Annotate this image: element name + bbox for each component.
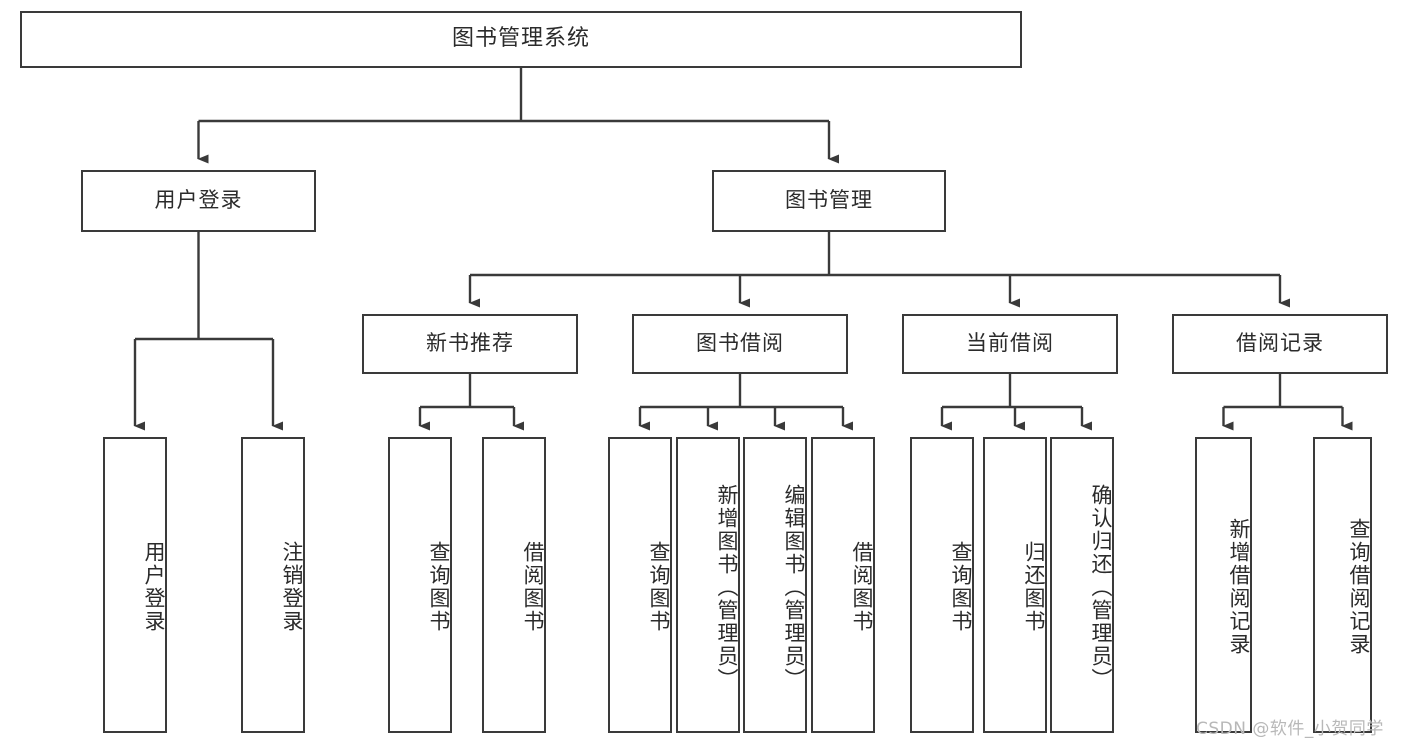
node-label: 图书管理: [785, 188, 873, 213]
node-label: 查询借阅记录: [1347, 518, 1371, 656]
node-current[interactable]: 当前借阅: [902, 314, 1118, 374]
node-label: 借阅图书: [850, 541, 874, 633]
node-label: 查询图书: [427, 541, 451, 633]
node-label: 注销登录: [280, 541, 304, 633]
node-l-addrec[interactable]: 新增借阅记录: [1195, 437, 1252, 733]
node-bookmgmt[interactable]: 图书管理: [712, 170, 946, 232]
node-label: 归还图书: [1022, 541, 1046, 633]
node-label: 当前借阅: [966, 331, 1054, 356]
node-l-b1[interactable]: 借阅图书: [482, 437, 546, 733]
node-label: 借阅图书: [521, 541, 545, 633]
node-l-q3[interactable]: 查询图书: [910, 437, 974, 733]
node-login[interactable]: 用户登录: [81, 170, 316, 232]
node-label: 用户登录: [154, 188, 243, 213]
node-l-login[interactable]: 用户登录: [103, 437, 167, 733]
node-label: 查询图书: [647, 541, 671, 633]
node-borrow[interactable]: 图书借阅: [632, 314, 848, 374]
node-l-q1[interactable]: 查询图书: [388, 437, 452, 733]
node-l-ret[interactable]: 归还图书: [983, 437, 1047, 733]
node-label: 新增图书（管理员）: [715, 483, 739, 691]
node-l-qrec[interactable]: 查询借阅记录: [1313, 437, 1372, 733]
node-label: 借阅记录: [1236, 331, 1324, 356]
node-l-b2[interactable]: 借阅图书: [811, 437, 875, 733]
node-l-add[interactable]: 新增图书（管理员）: [676, 437, 740, 733]
node-label: 用户登录: [142, 541, 166, 633]
node-l-logout[interactable]: 注销登录: [241, 437, 305, 733]
node-label: 新书推荐: [426, 331, 514, 356]
node-l-conf[interactable]: 确认归还（管理员）: [1050, 437, 1114, 733]
node-label: 图书借阅: [696, 331, 784, 356]
node-label: 编辑图书（管理员）: [782, 483, 806, 691]
node-records[interactable]: 借阅记录: [1172, 314, 1388, 374]
node-l-q2[interactable]: 查询图书: [608, 437, 672, 733]
csdn-watermark: CSDN @软件_小贺同学: [1196, 719, 1384, 739]
node-label: 确认归还（管理员）: [1089, 483, 1113, 691]
node-l-edit[interactable]: 编辑图书（管理员）: [743, 437, 807, 733]
node-label: 查询图书: [949, 541, 973, 633]
node-newbook[interactable]: 新书推荐: [362, 314, 578, 374]
node-label: 新增借阅记录: [1227, 518, 1251, 656]
node-root[interactable]: 图书管理系统: [20, 11, 1022, 68]
node-label: 图书管理系统: [451, 26, 590, 52]
